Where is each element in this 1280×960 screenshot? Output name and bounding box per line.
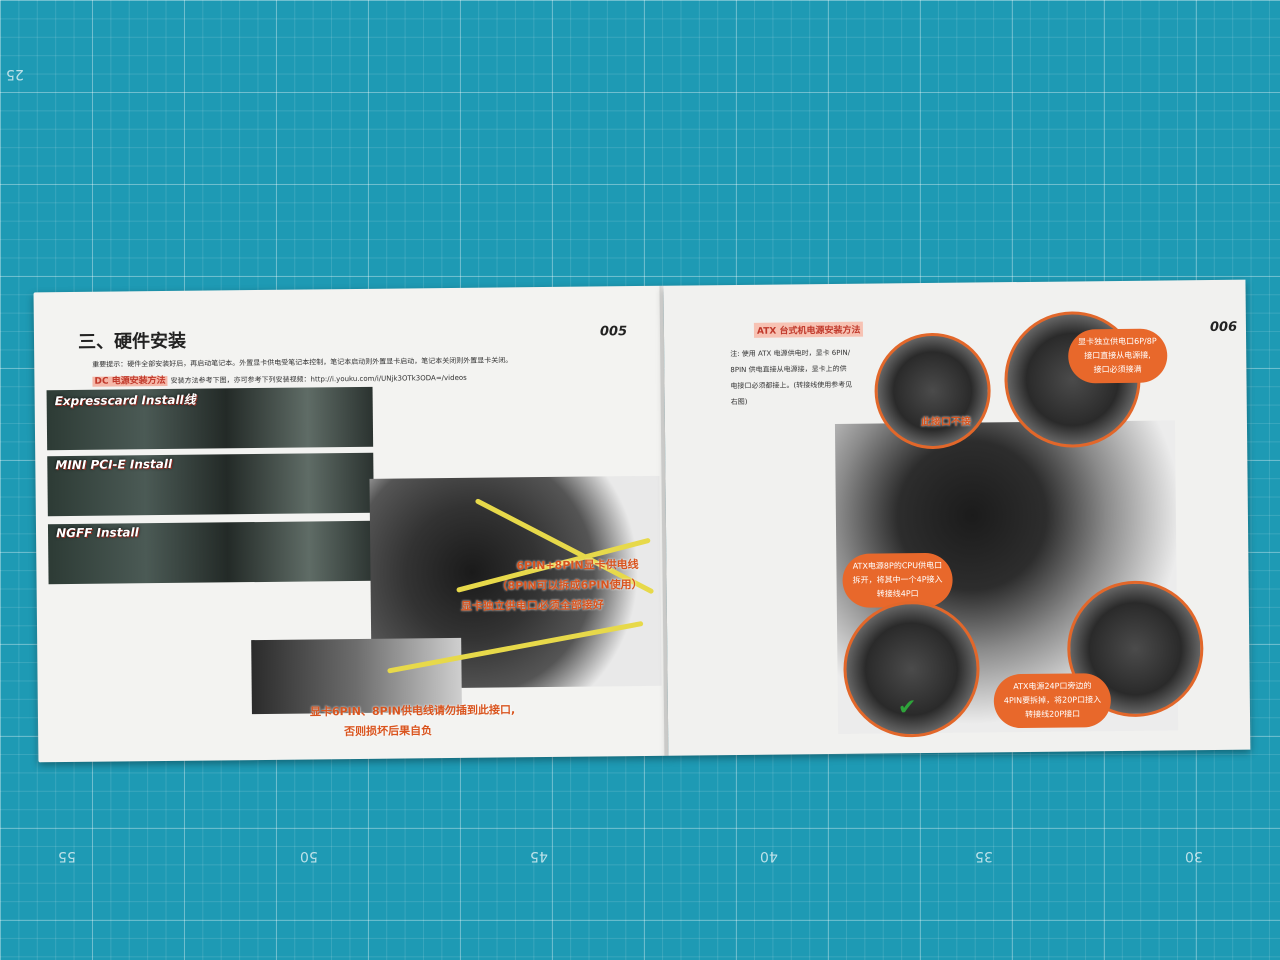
- bubble-line: 拆开，将其中一个4P接入: [852, 574, 943, 585]
- callout-bubble-middle: ATX电源8P的CPU供电口 拆开，将其中一个4P接入 转接线4P口: [842, 552, 953, 608]
- ruler-number: 35: [975, 848, 993, 864]
- dc-title: DC 电源安装方法: [92, 375, 168, 387]
- atx-note-line: 注: 使用 ATX 电源供电时，显卡 6PIN/: [730, 348, 851, 359]
- bubble-line: 接口必须接满: [1093, 364, 1142, 375]
- ngff-photo: NGFF Install: [47, 520, 375, 585]
- ruler-number: 55: [58, 848, 76, 864]
- expresscard-photo: Expresscard Install线: [46, 386, 374, 451]
- cable-label: 显卡独立供电口必须全部接好: [460, 598, 604, 613]
- section-title: 三、硬件安装: [77, 330, 187, 353]
- bubble-line: 接口直接从电源接,: [1084, 350, 1151, 361]
- ruler-number: 25: [6, 66, 24, 82]
- page-number: 006: [1209, 319, 1238, 336]
- callout-bubble-top: 显卡独立供电口6P/8P 接口直接从电源接, 接口必须接满: [1067, 328, 1168, 384]
- atx-title: ATX 台式机电源安装方法: [753, 321, 864, 338]
- cable-label: （8PIN可以拆成6PIN使用）: [496, 577, 643, 593]
- checkmark-icon: ✔: [897, 695, 917, 721]
- detail-circle-top-left: [873, 332, 992, 450]
- bubble-line: 转接线20P接口: [1025, 709, 1081, 719]
- dc-description: 安装方法参考下图，亦可参考下列安装视频：http://i.youku.com/i…: [170, 373, 467, 385]
- strip-label: MINI PCI-E Install: [55, 456, 173, 473]
- minipcie-photo: MINI PCI-E Install: [47, 452, 374, 517]
- cable-label: 6PIN+8PIN显卡供电线: [516, 558, 639, 573]
- dc-install-line: DC 电源安装方法 安装方法参考下图，亦可参考下列安装视频：http://i.y…: [92, 370, 467, 387]
- strip-label: Expresscard Install线: [54, 392, 196, 409]
- atx-note-line: 8PIN 供电直接从电源接，显卡上的供: [730, 364, 847, 375]
- strip-label: NGFF Install: [55, 525, 139, 541]
- warning-label: 否则损坏后果自负: [344, 724, 433, 739]
- bubble-line: 转接线4P口: [876, 589, 919, 599]
- atx-note-line: 右图): [730, 397, 748, 407]
- ruler-number: 40: [760, 848, 778, 864]
- callout-bubble-bottom: ATX电源24P口旁边的 4PIN要拆掉，将20P口接入 转接线20P接口: [993, 673, 1112, 729]
- page-number: 005: [599, 324, 628, 340]
- warning-label: 显卡6PIN、8PIN供电线请勿插到此接口,: [309, 703, 516, 719]
- bubble-line: 显卡独立供电口6P/8P: [1078, 336, 1157, 347]
- ruler-number: 50: [300, 848, 318, 864]
- no-connect-label: 此接口不接: [920, 416, 971, 429]
- bubble-line: 4PIN要拆掉，将20P口接入: [1003, 695, 1102, 706]
- manual-booklet: 三、硬件安装 005 重要提示：硬件全部安装好后，再启动笔记本。外置显卡供电受笔…: [33, 279, 1251, 773]
- bubble-line: ATX电源8P的CPU供电口: [852, 560, 943, 571]
- notice-text: 重要提示：硬件全部安装好后，再启动笔记本。外置显卡供电受笔记本控制，笔记本启动则…: [92, 356, 513, 369]
- ruler-number: 45: [530, 848, 548, 864]
- atx-note-line: 电接口必须都接上。(转接线使用参考见: [730, 380, 853, 391]
- manual-page-006: ATX 台式机电源安装方法 006 注: 使用 ATX 电源供电时，显卡 6PI…: [663, 279, 1251, 756]
- manual-page-005: 三、硬件安装 005 重要提示：硬件全部安装好后，再启动笔记本。外置显卡供电受笔…: [33, 285, 669, 763]
- ruler-number: 30: [1185, 848, 1203, 864]
- bubble-line: ATX电源24P口旁边的: [1013, 681, 1092, 692]
